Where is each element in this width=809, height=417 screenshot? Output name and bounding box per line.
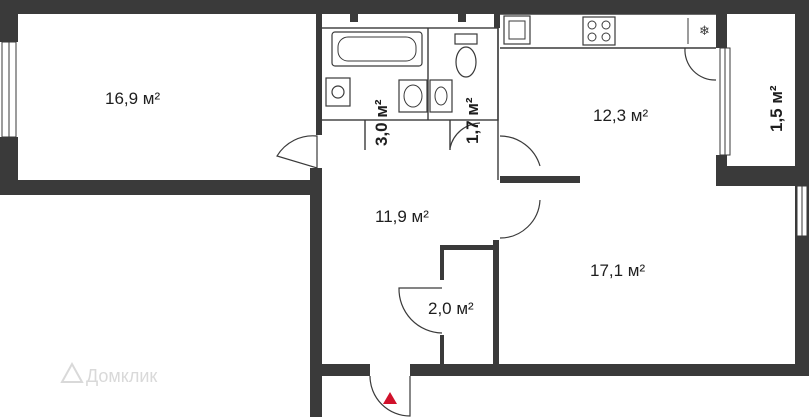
windows: [1, 41, 808, 237]
entrance-marker-icon: [383, 392, 397, 404]
fridge-icon: ❄: [687, 18, 710, 44]
sink-icon: [398, 79, 428, 113]
bathtub-icon: [331, 31, 423, 67]
washing-machine-icon: [325, 77, 351, 107]
area-label-toilet: 1,7 м²: [463, 97, 482, 144]
partitions: [319, 13, 716, 180]
area-label-room-a: 16,9 м²: [105, 89, 160, 108]
svg-text:❄: ❄: [699, 24, 710, 39]
area-label-kitchen: 12,3 м²: [593, 106, 648, 125]
toilet-icon: [454, 33, 478, 78]
area-label-room-b: 17,1 м²: [590, 261, 645, 280]
area-label-balcony: 1,5 м²: [767, 85, 786, 132]
kitchen-sink-icon: [503, 15, 531, 45]
area-label-bath: 3,0 м²: [372, 99, 391, 146]
area-label-storage: 2,0 м²: [428, 299, 474, 318]
doors: [276, 47, 717, 417]
stove-icon: [582, 16, 616, 46]
toilet-sink-icon: [429, 79, 453, 113]
area-label-hall: 11,9 м²: [375, 207, 429, 226]
watermark: Домклик: [60, 361, 157, 386]
house-logo-icon: [60, 361, 84, 383]
fixtures: ❄: [325, 15, 710, 113]
watermark-text: Домклик: [86, 366, 157, 386]
